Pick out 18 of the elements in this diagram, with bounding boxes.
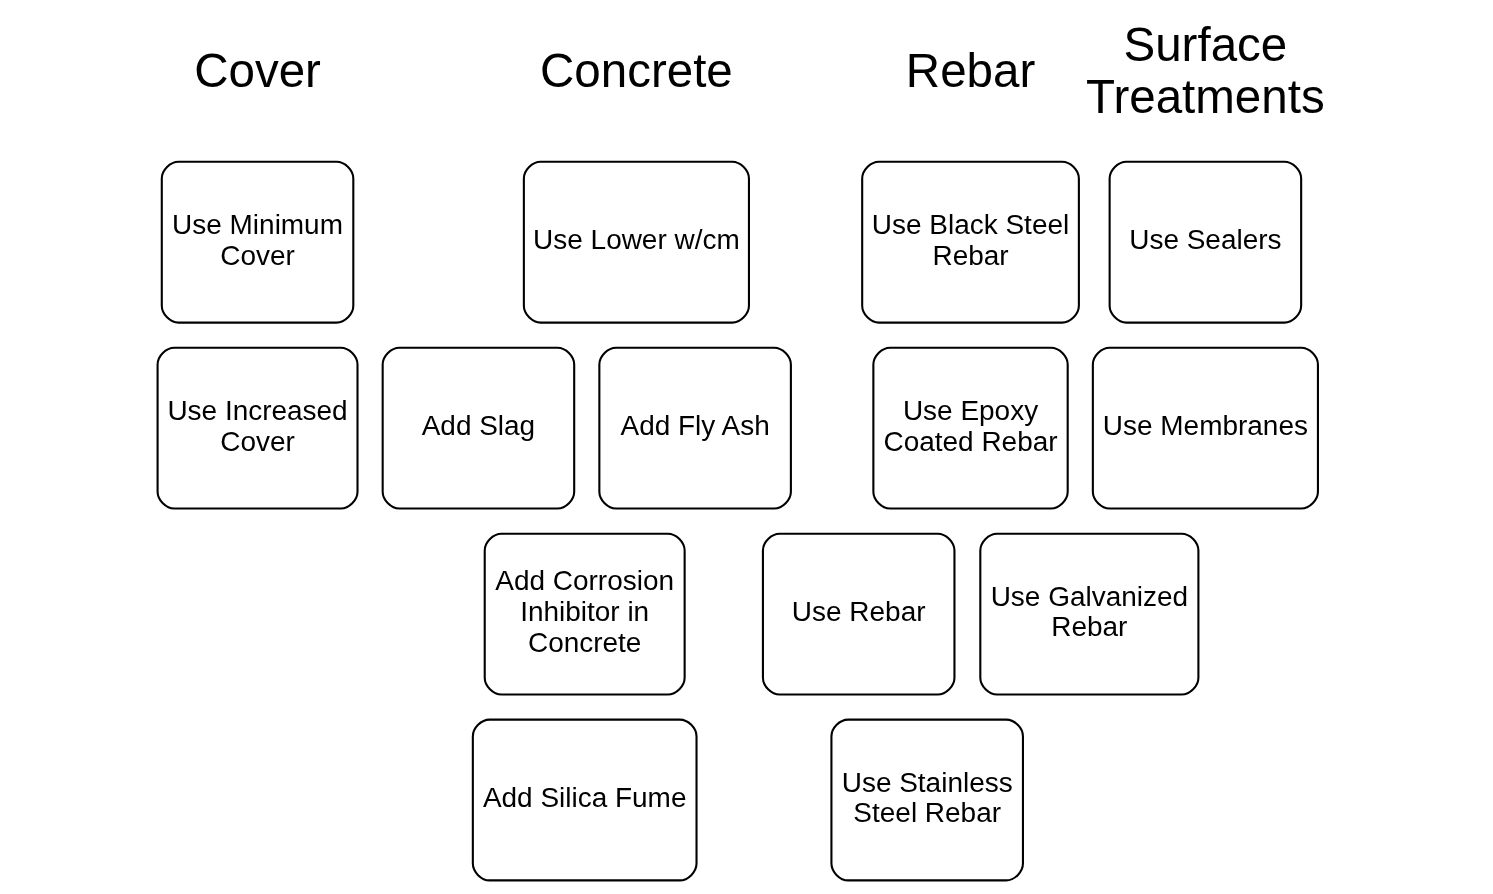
node-box: Use Epoxy Coated Rebar: [872, 346, 1069, 510]
node-box: Use Stainless Steel Rebar: [830, 718, 1024, 882]
label: Concrete: [540, 44, 733, 98]
node-box: Use Sealers: [1108, 160, 1303, 324]
node-box: Add Fly Ash: [598, 346, 792, 510]
node-box: Add Silica Fume: [471, 718, 698, 882]
node-box: Use Increased Cover: [156, 346, 359, 510]
label: Rebar: [905, 44, 1036, 98]
node-box: Use Minimum Cover: [160, 160, 355, 324]
node-box: Use Lower w/cm: [522, 160, 750, 324]
label: Surface Treatments: [1086, 18, 1325, 124]
node-box: Add Slag: [381, 346, 576, 510]
node-box: Add Corrosion Inhibitor in Concrete: [483, 532, 686, 696]
node-box: Use Black Steel Rebar: [861, 160, 1080, 324]
node-box: Use Membranes: [1091, 346, 1319, 510]
node-box: Use Rebar: [761, 532, 956, 696]
node-box: Use Galvanized Rebar: [979, 532, 1200, 696]
label: Cover: [194, 44, 321, 98]
